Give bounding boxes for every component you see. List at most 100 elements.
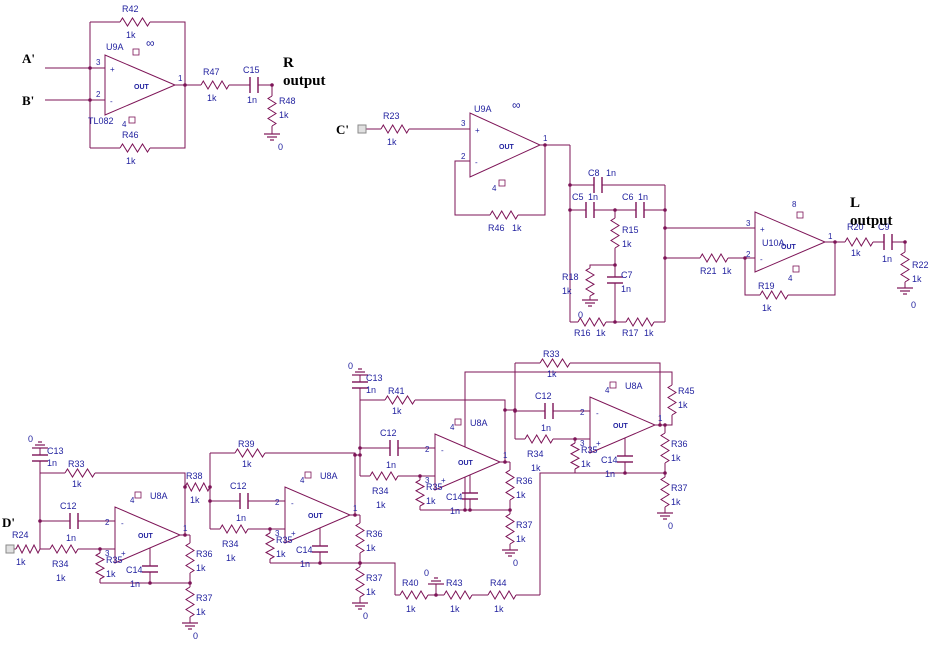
resistor-R41-s3[interactable] [384, 395, 416, 405]
capacitor-C12-s1[interactable] [69, 513, 79, 529]
resistor-R46[interactable] [119, 143, 151, 153]
wire[interactable] [665, 415, 673, 426]
opamp-U8A-s4[interactable] [589, 396, 657, 454]
resistor-R44[interactable] [487, 590, 517, 600]
resistor-R33-s4[interactable] [539, 358, 571, 368]
port-D-port[interactable] [5, 544, 15, 554]
wire[interactable] [360, 562, 396, 595]
capacitor-C14-s2[interactable] [312, 545, 328, 553]
capacitor-C14-s1[interactable] [142, 565, 158, 573]
opamp-U10A[interactable] [754, 211, 827, 273]
resistor-R35-s4[interactable] [569, 442, 581, 470]
resistor-R17[interactable] [625, 317, 655, 327]
wire[interactable] [265, 452, 356, 515]
capacitor-C6[interactable] [635, 202, 645, 218]
ground-symbol[interactable] [897, 287, 913, 295]
wire[interactable] [454, 160, 490, 216]
resistor-R37-s4[interactable] [660, 476, 670, 508]
wire[interactable] [464, 371, 673, 510]
ground-symbol[interactable] [428, 577, 444, 585]
resistor-R36-s4[interactable] [660, 432, 670, 464]
label-R18: R18 [562, 272, 579, 282]
ground-symbol[interactable] [352, 602, 368, 610]
resistor-R45[interactable] [667, 384, 677, 416]
capacitor-C12-s4[interactable] [544, 403, 554, 419]
resistor-R34-s2[interactable] [219, 524, 249, 534]
wire[interactable] [150, 21, 186, 85]
resistor-R36-s2[interactable] [355, 522, 365, 554]
port-C-port[interactable] [357, 124, 367, 134]
label-+: + [291, 529, 296, 538]
resistor-R40[interactable] [399, 590, 429, 600]
ground-symbol[interactable] [502, 549, 518, 557]
resistor-R24[interactable] [15, 543, 41, 555]
resistor-R36-s1[interactable] [185, 542, 195, 574]
ground-symbol[interactable] [582, 299, 598, 307]
resistor-R22[interactable] [900, 251, 910, 283]
resistor-R48[interactable] [267, 95, 277, 127]
label-1k: 1k [376, 500, 386, 510]
resistor-R34-s1[interactable] [49, 544, 79, 554]
opamp-U9A-2[interactable] [469, 112, 542, 178]
ground-symbol[interactable] [32, 441, 48, 449]
capacitor-C12-s3[interactable] [389, 440, 399, 456]
resistor-R37-s1[interactable] [185, 586, 195, 618]
label-1n: 1n [386, 460, 396, 470]
resistor-R20[interactable] [844, 237, 874, 247]
supply-pin-box [609, 381, 617, 389]
wire[interactable] [518, 145, 546, 216]
resistor-R23[interactable] [380, 124, 410, 134]
resistor-R15[interactable] [610, 217, 620, 249]
opamp-U8A-s3[interactable] [434, 433, 502, 491]
resistor-R46-2[interactable] [489, 210, 519, 220]
ground-symbol[interactable] [182, 622, 198, 630]
capacitor-C13[interactable] [32, 454, 48, 462]
label-U8A: U8A [625, 381, 643, 391]
ground-symbol[interactable] [352, 368, 368, 376]
label-1: 1 [503, 451, 508, 460]
wire[interactable] [744, 258, 760, 296]
opamp-U8A-s1[interactable] [114, 506, 182, 564]
capacitor-C8[interactable] [593, 177, 603, 193]
resistor-R19[interactable] [759, 290, 789, 300]
wire[interactable] [415, 399, 506, 462]
capacitor-C9[interactable] [883, 234, 893, 250]
capacitor-C14-s4[interactable] [617, 455, 633, 463]
resistor-R35-s3[interactable] [414, 479, 426, 507]
resistor-R35-s2[interactable] [264, 532, 276, 560]
resistor-R16[interactable] [577, 317, 607, 327]
wire[interactable] [150, 85, 186, 149]
resistor-R37-s2[interactable] [355, 566, 365, 598]
resistor-R18[interactable] [585, 267, 595, 297]
resistor-R42[interactable] [119, 17, 151, 27]
resistor-R33-s1[interactable] [64, 468, 96, 478]
capacitor-C15[interactable] [249, 77, 259, 93]
resistor-R21[interactable] [699, 253, 729, 263]
ground-symbol[interactable] [657, 512, 673, 520]
wire[interactable] [589, 264, 615, 268]
resistor-R37-s3[interactable] [505, 513, 515, 545]
opamp-U8A-s2[interactable] [284, 486, 352, 544]
wire[interactable] [788, 242, 836, 296]
capacitor-C13-2[interactable] [352, 381, 368, 389]
resistor-R39-s2[interactable] [234, 448, 266, 458]
resistor-R35-s1[interactable] [94, 552, 106, 580]
ground-symbol[interactable] [264, 133, 280, 141]
resistor-R34-s3[interactable] [369, 471, 399, 481]
wire[interactable] [95, 472, 186, 535]
resistor-R47[interactable] [200, 80, 230, 90]
resistor-R34-s4[interactable] [524, 434, 554, 444]
opamp-U9A[interactable] [104, 54, 177, 116]
resistor-R43[interactable] [443, 590, 473, 600]
resistor-R38[interactable] [184, 481, 211, 493]
capacitor-C12-s2[interactable] [239, 493, 249, 509]
capacitor-C5[interactable] [585, 202, 595, 218]
label-R35: R35 [581, 445, 598, 455]
label-1: 1 [178, 74, 183, 83]
wire[interactable] [539, 472, 575, 595]
capacitor-C7[interactable] [607, 276, 623, 284]
label-1n: 1n [606, 168, 616, 178]
capacitor-C14-s3[interactable] [462, 492, 478, 500]
resistor-R36-s3[interactable] [505, 469, 515, 501]
wire[interactable] [570, 362, 661, 425]
